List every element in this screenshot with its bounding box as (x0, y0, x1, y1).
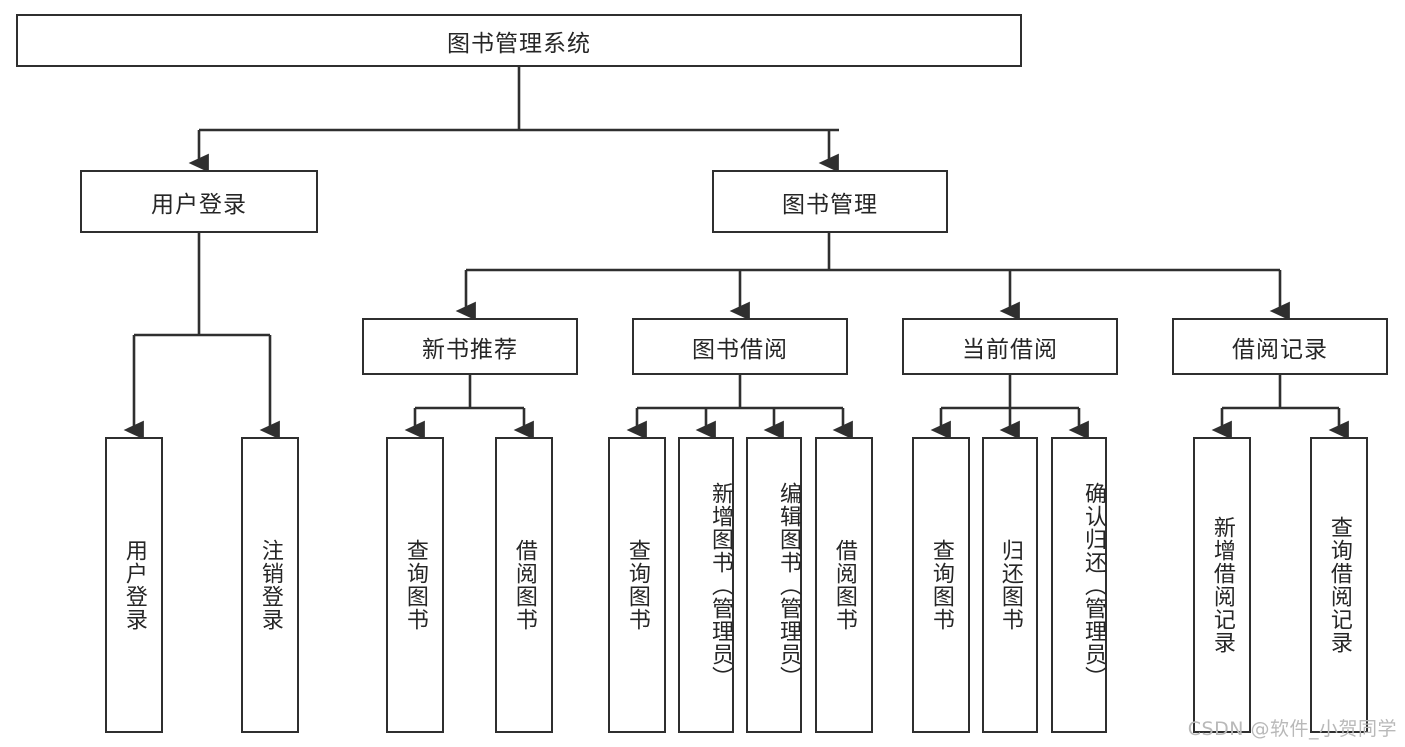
node-label: 借阅图书 (511, 539, 537, 631)
leaf-query-book-current[interactable]: 查询图书 (912, 437, 970, 733)
node-label: 图书管理 (782, 191, 878, 218)
leaf-borrow-book-recommend[interactable]: 借阅图书 (495, 437, 553, 733)
node-label: 归还图书 (997, 539, 1023, 631)
node-label: 确认归还（管理员） (1081, 481, 1106, 689)
node-label: 编辑图书（管理员） (776, 481, 801, 689)
watermark: CSDN @软件_小贺同学 (1187, 718, 1397, 740)
node-label: 查询图书 (928, 539, 954, 631)
leaf-query-book-borrow[interactable]: 查询图书 (608, 437, 666, 733)
node-label: 查询图书 (402, 539, 428, 631)
node-label: 借阅图书 (831, 539, 857, 631)
node-current-borrow[interactable]: 当前借阅 (902, 318, 1118, 375)
leaf-edit-book-admin[interactable]: 编辑图书（管理员） (746, 437, 802, 733)
node-label: 当前借阅 (962, 336, 1058, 363)
leaf-add-borrow-record[interactable]: 新增借阅记录 (1193, 437, 1251, 733)
node-label: 借阅记录 (1232, 336, 1328, 363)
node-label: 新书推荐 (422, 336, 518, 363)
node-label: 查询图书 (624, 539, 650, 631)
leaf-logout[interactable]: 注销登录 (241, 437, 299, 733)
node-book-borrow[interactable]: 图书借阅 (632, 318, 848, 375)
leaf-return-book[interactable]: 归还图书 (982, 437, 1038, 733)
node-label: 注销登录 (257, 539, 283, 631)
leaf-query-book-recommend[interactable]: 查询图书 (386, 437, 444, 733)
leaf-user-login[interactable]: 用户登录 (105, 437, 163, 733)
leaf-borrow-book[interactable]: 借阅图书 (815, 437, 873, 733)
leaf-add-book-admin[interactable]: 新增图书（管理员） (678, 437, 734, 733)
leaf-query-borrow-record[interactable]: 查询借阅记录 (1310, 437, 1368, 733)
leaf-confirm-return-admin[interactable]: 确认归还（管理员） (1051, 437, 1107, 733)
node-label: 新增借阅记录 (1209, 516, 1235, 654)
node-user-login[interactable]: 用户登录 (80, 170, 318, 233)
node-label: 查询借阅记录 (1326, 516, 1352, 654)
node-borrow-record[interactable]: 借阅记录 (1172, 318, 1388, 375)
node-label: 用户登录 (151, 191, 247, 218)
node-new-book-recommend[interactable]: 新书推荐 (362, 318, 578, 375)
node-label: 新增图书（管理员） (708, 481, 733, 689)
node-label: 用户登录 (121, 539, 147, 631)
node-label: 图书管理系统 (447, 30, 591, 57)
node-label: 图书借阅 (692, 336, 788, 363)
node-root-book-management-system[interactable]: 图书管理系统 (16, 14, 1022, 67)
node-book-management[interactable]: 图书管理 (712, 170, 948, 233)
